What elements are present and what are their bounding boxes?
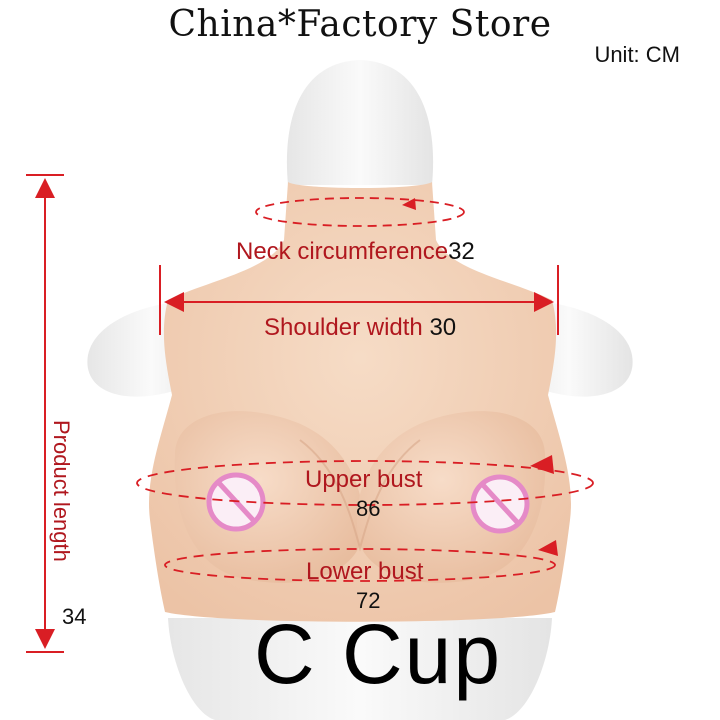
circumference-arrow-icon bbox=[255, 197, 465, 227]
up-down-arrow-icon bbox=[26, 174, 64, 653]
shoulder-label: Shoulder width bbox=[264, 314, 423, 341]
censor-icon bbox=[470, 474, 530, 534]
mannequin-neck bbox=[286, 60, 434, 185]
product-length-value: 34 bbox=[62, 604, 87, 629]
lower-bust-value: 72 bbox=[356, 588, 381, 613]
store-title: China*Factory Store bbox=[168, 4, 552, 45]
circumference-arrow-icon bbox=[164, 540, 558, 582]
lower-bust-label: Lower bust bbox=[306, 558, 424, 585]
shoulder-value: 30 bbox=[429, 314, 457, 341]
neck-label: Neck circumference bbox=[236, 238, 449, 265]
upper-bust-label: Upper bust bbox=[305, 466, 423, 493]
mannequin-base bbox=[168, 618, 552, 720]
unit-label: Unit: CM bbox=[594, 42, 680, 67]
cup-size-label: C Cup bbox=[253, 607, 503, 701]
left-right-arrow-icon bbox=[159, 265, 559, 335]
neck-value: 32 bbox=[448, 238, 475, 265]
upper-bust-value: 86 bbox=[356, 496, 381, 521]
circumference-arrow-icon bbox=[136, 455, 594, 506]
product-length-label: Product length bbox=[49, 420, 74, 562]
